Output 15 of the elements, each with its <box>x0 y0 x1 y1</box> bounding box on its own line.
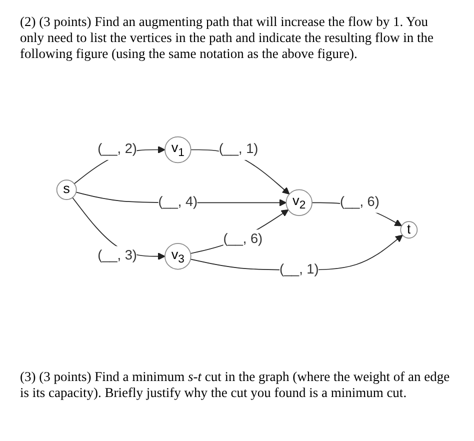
edge-label: (__, 2) <box>98 142 137 157</box>
edge-label: (__, 3) <box>98 248 137 264</box>
node-circle: v$_{1}$ <box>164 136 192 164</box>
node-circle: v$_{3}$ <box>164 243 192 270</box>
node-circle: t <box>400 221 418 239</box>
edge-label: (__, 1) <box>279 262 319 277</box>
edge-label: (__, 6) <box>340 195 380 210</box>
node-circle: s <box>56 180 77 200</box>
node-circle: v$_{2}$ <box>286 189 312 216</box>
question-text: (2) (3 points) Find an augmenting path that will increase the flow by 1. You only need to list the vertices in the path and indicate the resulting flow in the following figure (using the same notation as the above figure). <box>20 14 435 63</box>
arrow <box>190 210 289 254</box>
edge-label: (__, 1) <box>218 142 258 157</box>
edge-label: (__, 4) <box>158 195 198 210</box>
edge-label: (__, 6) <box>223 232 263 247</box>
question-text: (3) (3 points) Find a minimum s-t cut in the graph (where the weight of an edge is its capacity). Briefly justify why the cut you found is a minimum cut. <box>20 368 451 401</box>
